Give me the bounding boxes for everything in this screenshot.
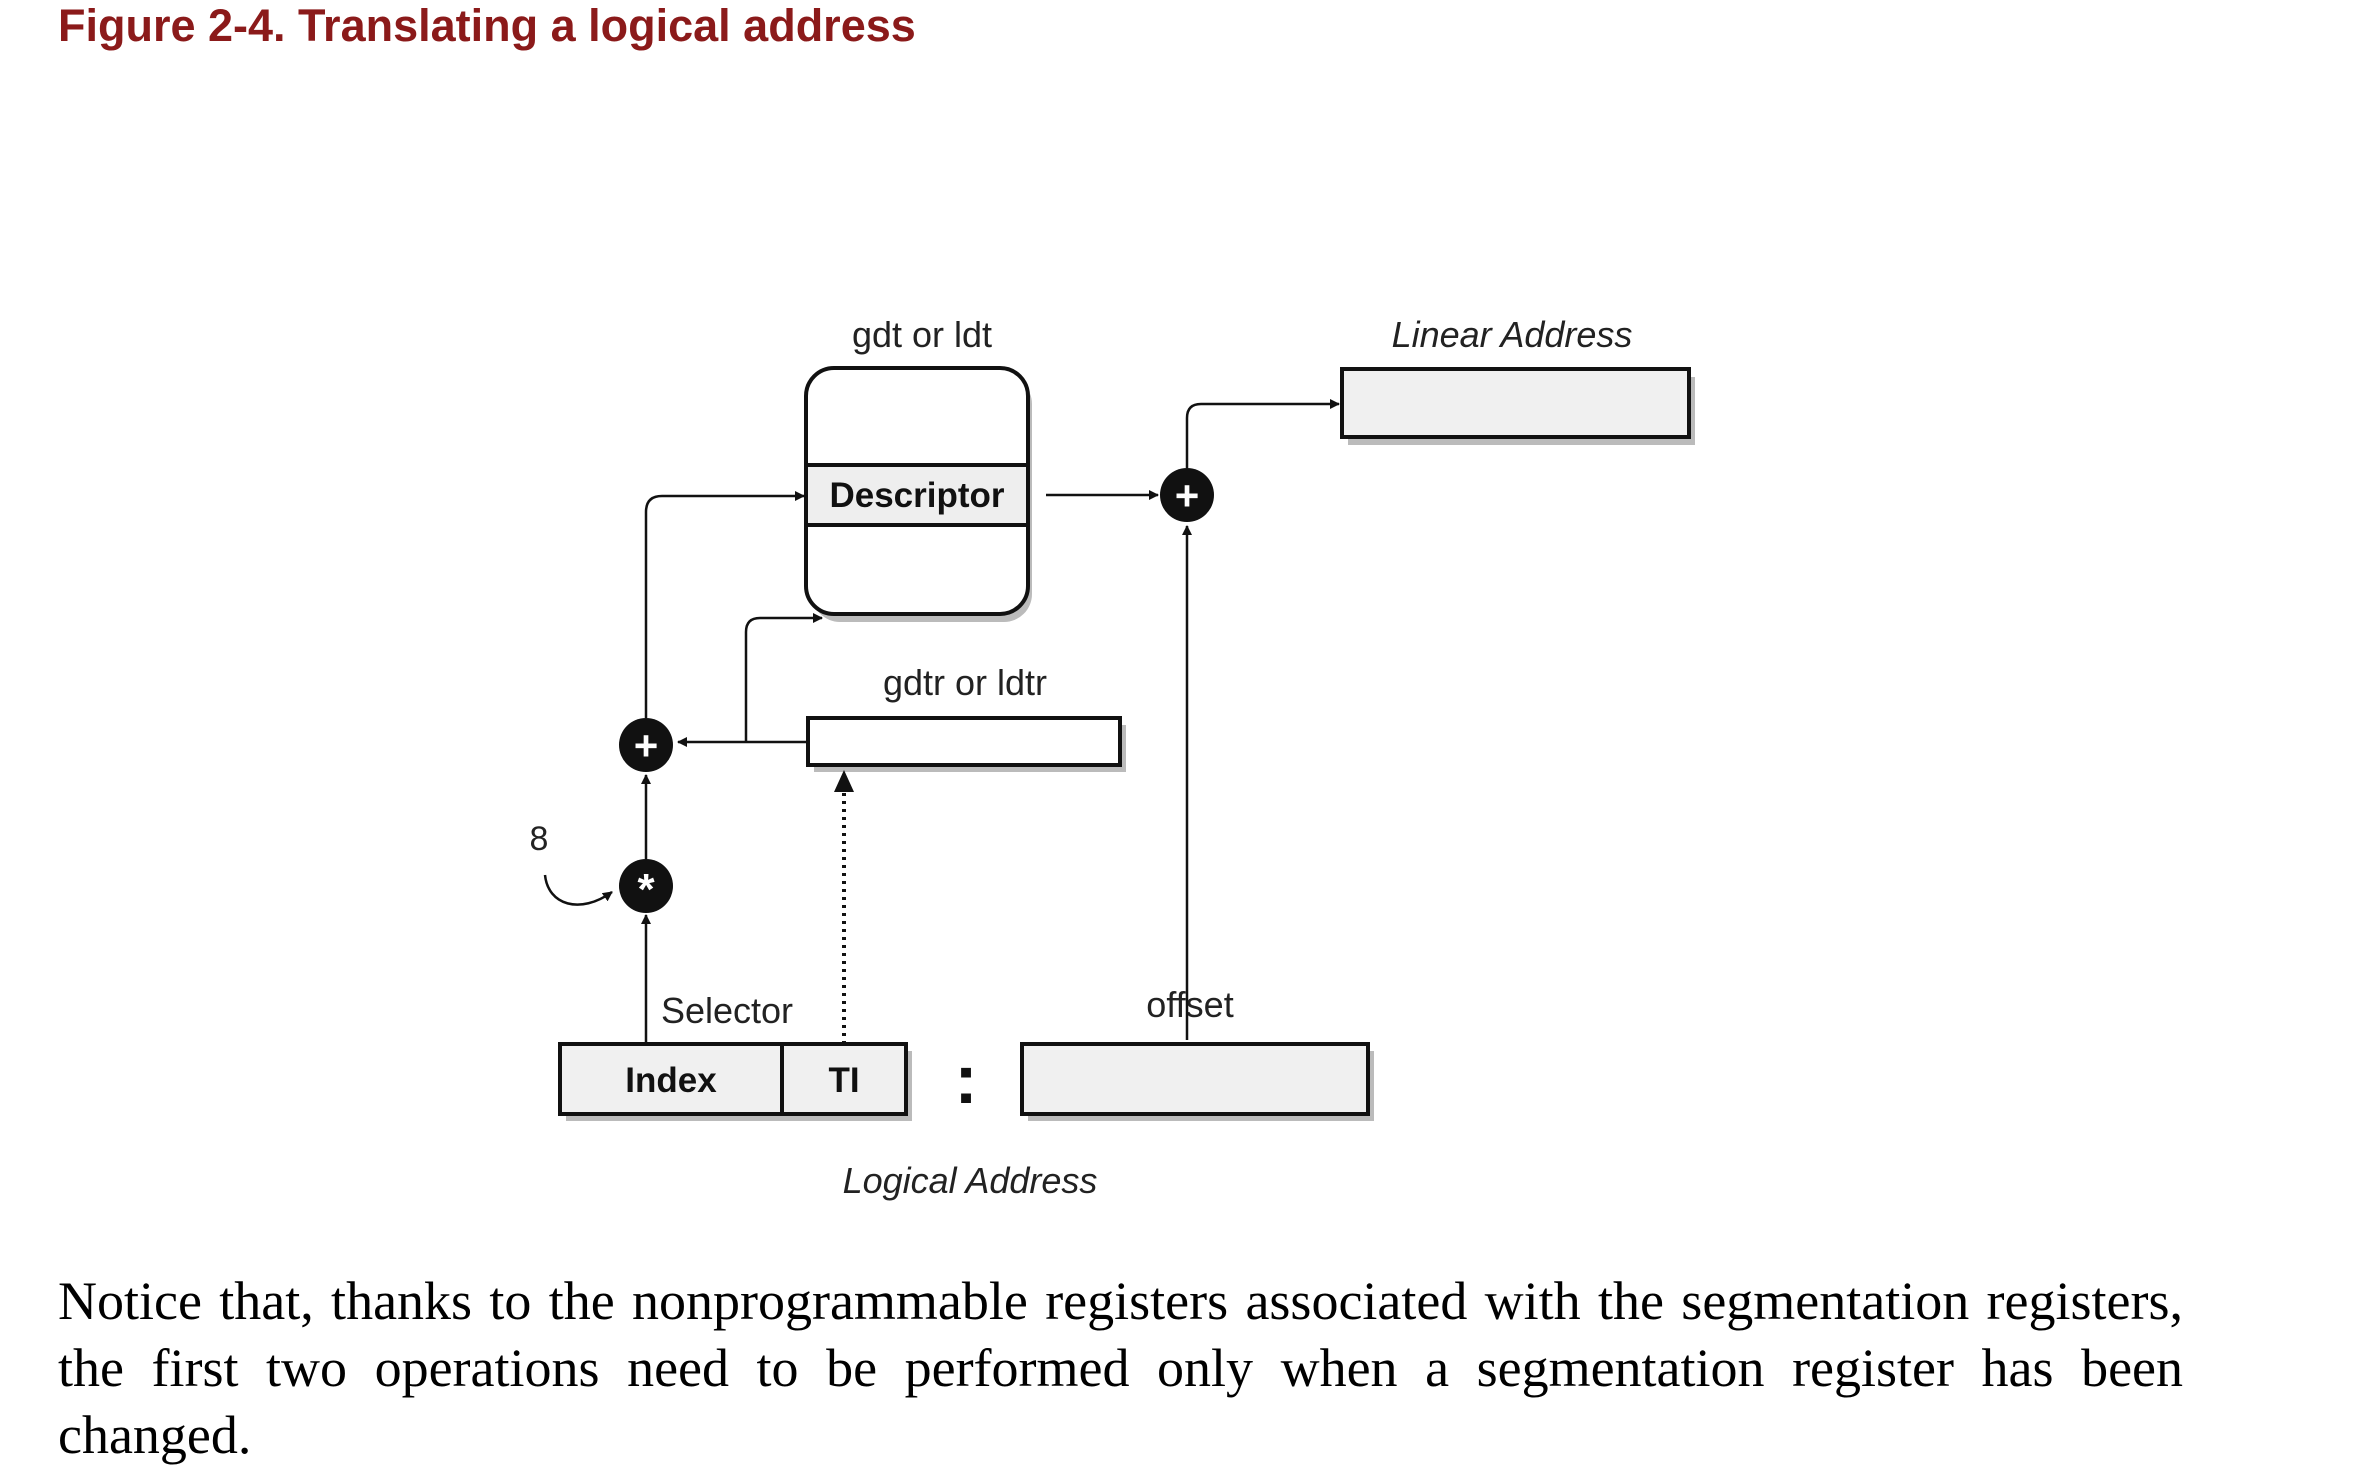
body-paragraph: Notice that, thanks to the nonprogrammab… <box>58 1271 2183 1465</box>
descriptor-table <box>804 366 1032 622</box>
ti-select-arrowhead <box>834 770 854 792</box>
lower-adder-icon: + <box>619 718 673 772</box>
selector-label: Selector <box>661 990 793 1031</box>
figure-title: Figure 2-4. Translating a logical addres… <box>58 0 916 51</box>
offset-label: offset <box>1146 984 1233 1025</box>
index-field-label: Index <box>625 1061 717 1100</box>
offset-box <box>1020 1042 1374 1121</box>
descriptor-label: Descriptor <box>829 476 1004 515</box>
upper-adder-icon: + <box>1160 468 1214 522</box>
logical-address-translation-diagram: gdt or ldt Descriptor Linear Address gdt… <box>530 314 1695 1201</box>
svg-text:*: * <box>637 865 655 914</box>
ti-field-label: TI <box>828 1061 859 1100</box>
colon-separator: : <box>954 1040 977 1118</box>
svg-text:+: + <box>1175 472 1200 519</box>
svg-text:+: + <box>634 722 659 769</box>
table-label: gdt or ldt <box>852 314 992 355</box>
logical-address-label: Logical Address <box>843 1160 1098 1201</box>
selector-box <box>558 1042 912 1121</box>
register-label: gdtr or ldtr <box>883 662 1047 703</box>
linear-address-box <box>1340 367 1695 445</box>
multiplier-icon: * <box>619 859 673 914</box>
linear-address-label: Linear Address <box>1392 314 1633 355</box>
connector-lines <box>543 399 1340 1044</box>
multiplier-constant-label: 8 <box>530 820 549 858</box>
gdtr-register-box <box>806 716 1126 772</box>
